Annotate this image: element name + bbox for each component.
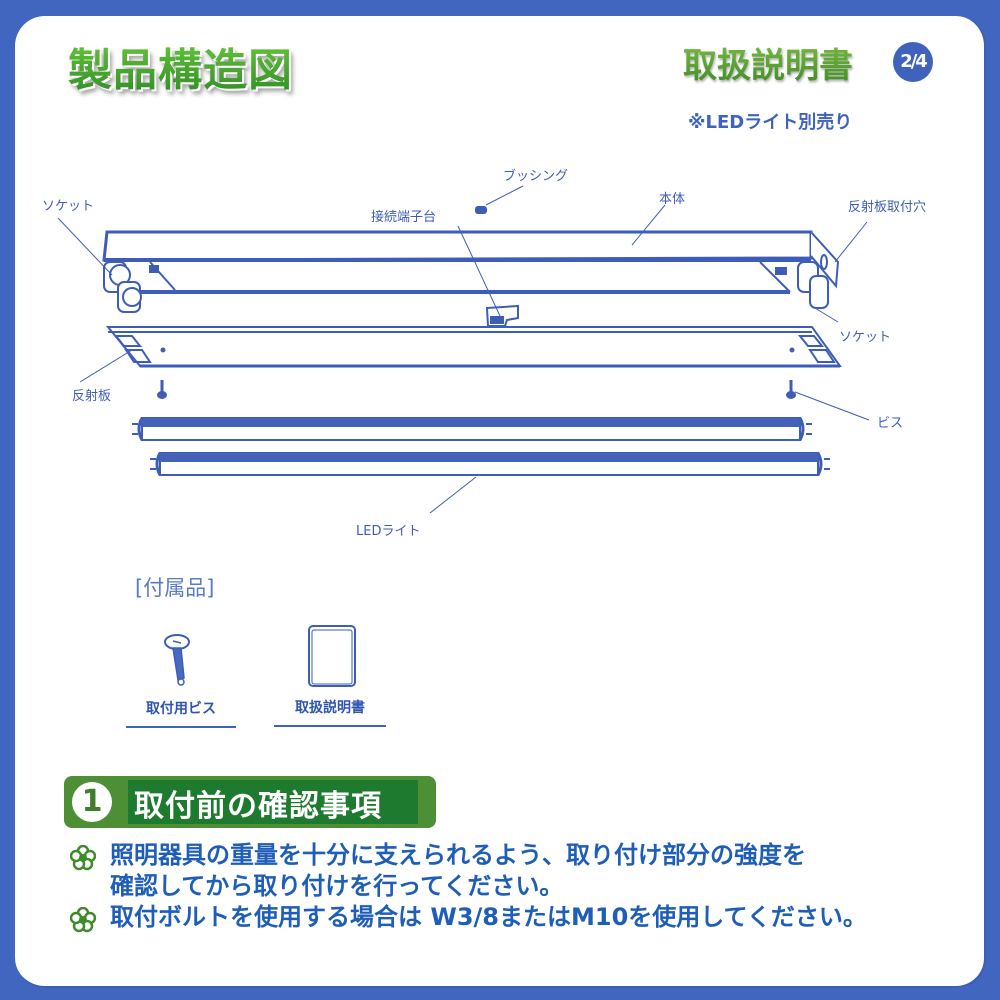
accessory-item-screw: 取付用ビス [126, 630, 236, 728]
label-screw: ビス [877, 416, 904, 431]
section-header: 1 取付前の確認事項 [64, 776, 436, 828]
accessory-item-manual: 取扱説明書 [274, 623, 386, 727]
section-title-bg [128, 780, 418, 824]
screw-left [157, 380, 167, 399]
bullet-list: 照明器具の重量を十分に支えられるよう、取り付け部分の強度を 確認してから取り付け… [70, 840, 970, 933]
bullet-item: 照明器具の重量を十分に支えられるよう、取り付け部分の強度を 確認してから取り付け… [70, 840, 970, 902]
label-body: 本体 [659, 192, 686, 207]
led-tube-1 [132, 417, 812, 441]
left-socket [103, 261, 159, 313]
bushing [475, 206, 487, 214]
accessory-label-manual: 取扱説明書 [295, 700, 365, 716]
accessory-underline [126, 726, 236, 728]
label-bushing: ブッシング [503, 169, 569, 184]
led-tube-2 [150, 452, 830, 476]
page-indicator-badge: 2/4 [893, 42, 933, 82]
screw-icon [164, 634, 190, 686]
accessory-underline [274, 725, 386, 727]
sold-separately-note: ※LEDライト別売り [688, 112, 853, 133]
label-reflector-mount-hole: 反射板取付穴 [848, 200, 927, 215]
section-number: 1 [72, 782, 112, 822]
screw-right [786, 380, 796, 399]
bullet-text-line2: 確認してから取り付けを行ってください。 [110, 872, 564, 900]
page-title: 製品構造図 [68, 34, 293, 98]
body-housing [102, 230, 840, 294]
flower-icon [70, 845, 96, 871]
reflector-plate [105, 326, 842, 368]
label-reflector: 反射板 [72, 389, 112, 404]
section-title: 取付前の確認事項 [134, 789, 382, 824]
label-led-light: LEDライト [356, 524, 421, 539]
leader-lines [57, 185, 870, 514]
bullet-text-line1: 取付ボルトを使用する場合は W3/8またはM10を使用してください。 [110, 903, 867, 931]
bullet-item: 取付ボルトを使用する場合は W3/8またはM10を使用してください。 [70, 902, 970, 933]
flower-icon [70, 907, 96, 933]
accessories-title: [付属品] [135, 576, 215, 600]
terminal-block [485, 304, 519, 327]
label-socket-left: ソケット [42, 199, 95, 214]
manual-title: 取扱説明書 [683, 38, 853, 87]
manual-icon [308, 625, 356, 687]
label-socket-right: ソケット [839, 330, 892, 345]
product-structure-diagram [57, 185, 870, 514]
right-socket [775, 261, 829, 309]
bullet-text-line1: 照明器具の重量を十分に支えられるよう、取り付け部分の強度を [110, 841, 806, 869]
label-terminal-block: 接続端子台 [371, 210, 437, 225]
accessory-label-screw: 取付用ビス [146, 701, 216, 717]
